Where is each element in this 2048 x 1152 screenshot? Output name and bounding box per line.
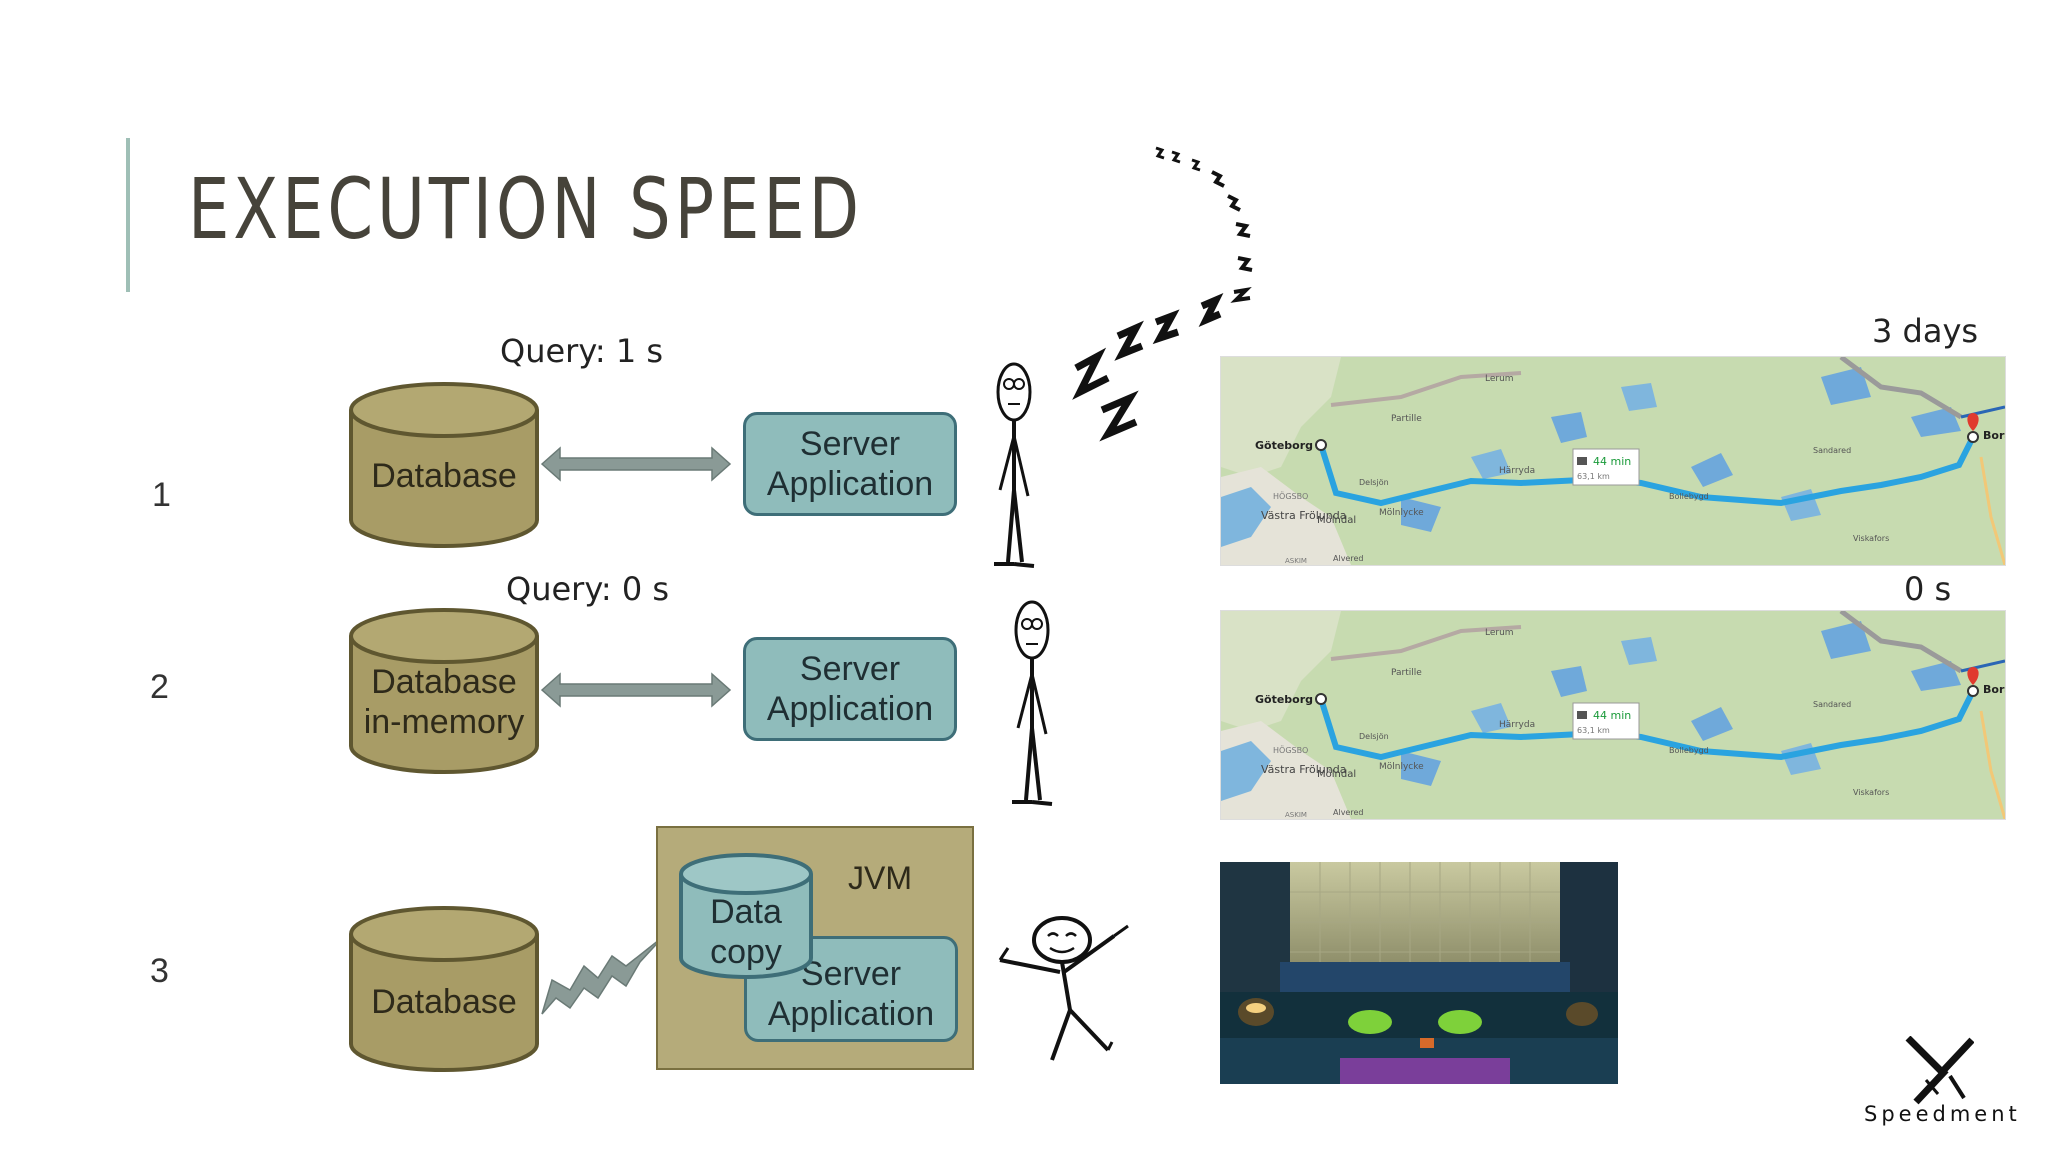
- query-time-row-2: Query: 0 s: [506, 570, 670, 608]
- map-place-label: Härryda: [1499, 720, 1535, 730]
- map-place-label: Bollebygd: [1669, 492, 1709, 501]
- jvm-container: JVM Server Application Data copy: [656, 826, 974, 1070]
- map-place-label: Lerum: [1485, 374, 1514, 384]
- duration-label-row-1: 3 days: [1872, 312, 1979, 350]
- map-place-label: Viskafors: [1853, 788, 1889, 797]
- server-label-line-1: Server: [799, 650, 901, 688]
- map-place-label: Alvered: [1333, 554, 1363, 563]
- map-place-label: Delsjön: [1359, 732, 1389, 741]
- duration-label-row-2: 0 s: [1904, 570, 1952, 608]
- row-number-1: 1: [152, 476, 171, 514]
- title-accent-bar: [126, 138, 130, 292]
- map-origin-label: Göteborg: [1255, 693, 1313, 706]
- server-application-row-3: Server Application: [744, 936, 958, 1042]
- slide-title: EXECUTION SPEED: [188, 160, 863, 258]
- stick-figure-icon: [998, 916, 1129, 1061]
- map-place-label: Västra Frölunda: [1261, 509, 1346, 522]
- map-destination-label: Borås: [1983, 429, 2005, 442]
- map-place-label: Mölnlycke: [1379, 508, 1424, 518]
- map-place-label: HÖGSBO: [1273, 745, 1308, 755]
- map-place-label: HÖGSBO: [1273, 491, 1308, 501]
- map-place-label: Härryda: [1499, 466, 1535, 476]
- row-number-3: 3: [150, 952, 169, 990]
- map-origin-label: Göteborg: [1255, 439, 1313, 452]
- hotel-lobby-photo: [1220, 862, 1618, 1084]
- lightning-bolt-icon: [541, 936, 665, 1015]
- database-cylinder-row-1: Database: [348, 380, 540, 550]
- sleeping-z-icon: [1072, 146, 1253, 442]
- database-cylinder-row-3: Database: [348, 904, 540, 1074]
- server-label-line-2: Application: [766, 690, 934, 728]
- data-copy-line-2: copy: [710, 933, 782, 971]
- map-duration: 44 min: [1593, 709, 1631, 722]
- map-distance: 63,1 km: [1577, 472, 1610, 481]
- database-label: Database: [371, 983, 517, 1021]
- route-map-row-2: 44 min 63,1 km Göteborg Borås Lerum Part…: [1220, 610, 2006, 820]
- map-place-label: ASKIM: [1285, 557, 1307, 565]
- database-in-memory-label: Database in-memory: [348, 662, 540, 742]
- route-map-row-1: 44 min 63,1 km Göteborg Borås Lerum Part…: [1220, 356, 2006, 566]
- server-label-line-2: Application: [767, 995, 935, 1033]
- stick-figure-icon: [994, 362, 1035, 568]
- row-number-2: 2: [150, 668, 169, 706]
- database-label-line-2: in-memory: [363, 703, 525, 741]
- server-label-line-1: Server: [800, 955, 902, 993]
- map-place-label: Delsjön: [1359, 478, 1389, 487]
- speedment-logo-text: Speedment: [1864, 1102, 2021, 1126]
- jvm-label: JVM: [848, 860, 912, 896]
- map-place-label: Alvered: [1333, 808, 1363, 817]
- map-place-label: Västra Frölunda: [1261, 763, 1346, 776]
- speedment-logo-icon: [1905, 1036, 1974, 1105]
- double-arrow-icon: [540, 672, 732, 708]
- map-place-label: Sandared: [1813, 700, 1851, 709]
- map-place-label: Mölnlycke: [1379, 762, 1424, 772]
- stick-figure-icon: [1012, 600, 1053, 806]
- server-label-line-2: Application: [766, 465, 934, 503]
- map-destination-label: Borås: [1983, 683, 2005, 696]
- map-place-label: Lerum: [1485, 628, 1514, 638]
- map-place-label: Partille: [1391, 414, 1422, 424]
- server-label-line-1: Server: [799, 425, 901, 463]
- server-application-row-1: Server Application: [743, 412, 957, 516]
- map-place-label: Bollebygd: [1669, 746, 1709, 755]
- database-label: Database: [371, 457, 517, 495]
- map-place-label: Partille: [1391, 668, 1422, 678]
- map-place-label: ASKIM: [1285, 811, 1307, 819]
- database-label-line-1: Database: [371, 663, 517, 701]
- data-copy-label: Data copy: [678, 892, 814, 972]
- map-distance: 63,1 km: [1577, 726, 1610, 735]
- map-duration: 44 min: [1593, 455, 1631, 468]
- query-time-row-1: Query: 1 s: [500, 332, 664, 370]
- map-place-label: Mölndal: [1317, 515, 1356, 526]
- map-place-label: Mölndal: [1317, 769, 1356, 780]
- map-place-label: Viskafors: [1853, 534, 1889, 543]
- map-place-label: Sandared: [1813, 446, 1851, 455]
- data-copy-line-1: Data: [710, 893, 782, 931]
- double-arrow-icon: [540, 446, 732, 482]
- data-copy-cylinder: Data copy: [678, 852, 814, 980]
- server-application-row-2: Server Application: [743, 637, 957, 741]
- database-in-memory-cylinder: Database in-memory: [348, 606, 540, 776]
